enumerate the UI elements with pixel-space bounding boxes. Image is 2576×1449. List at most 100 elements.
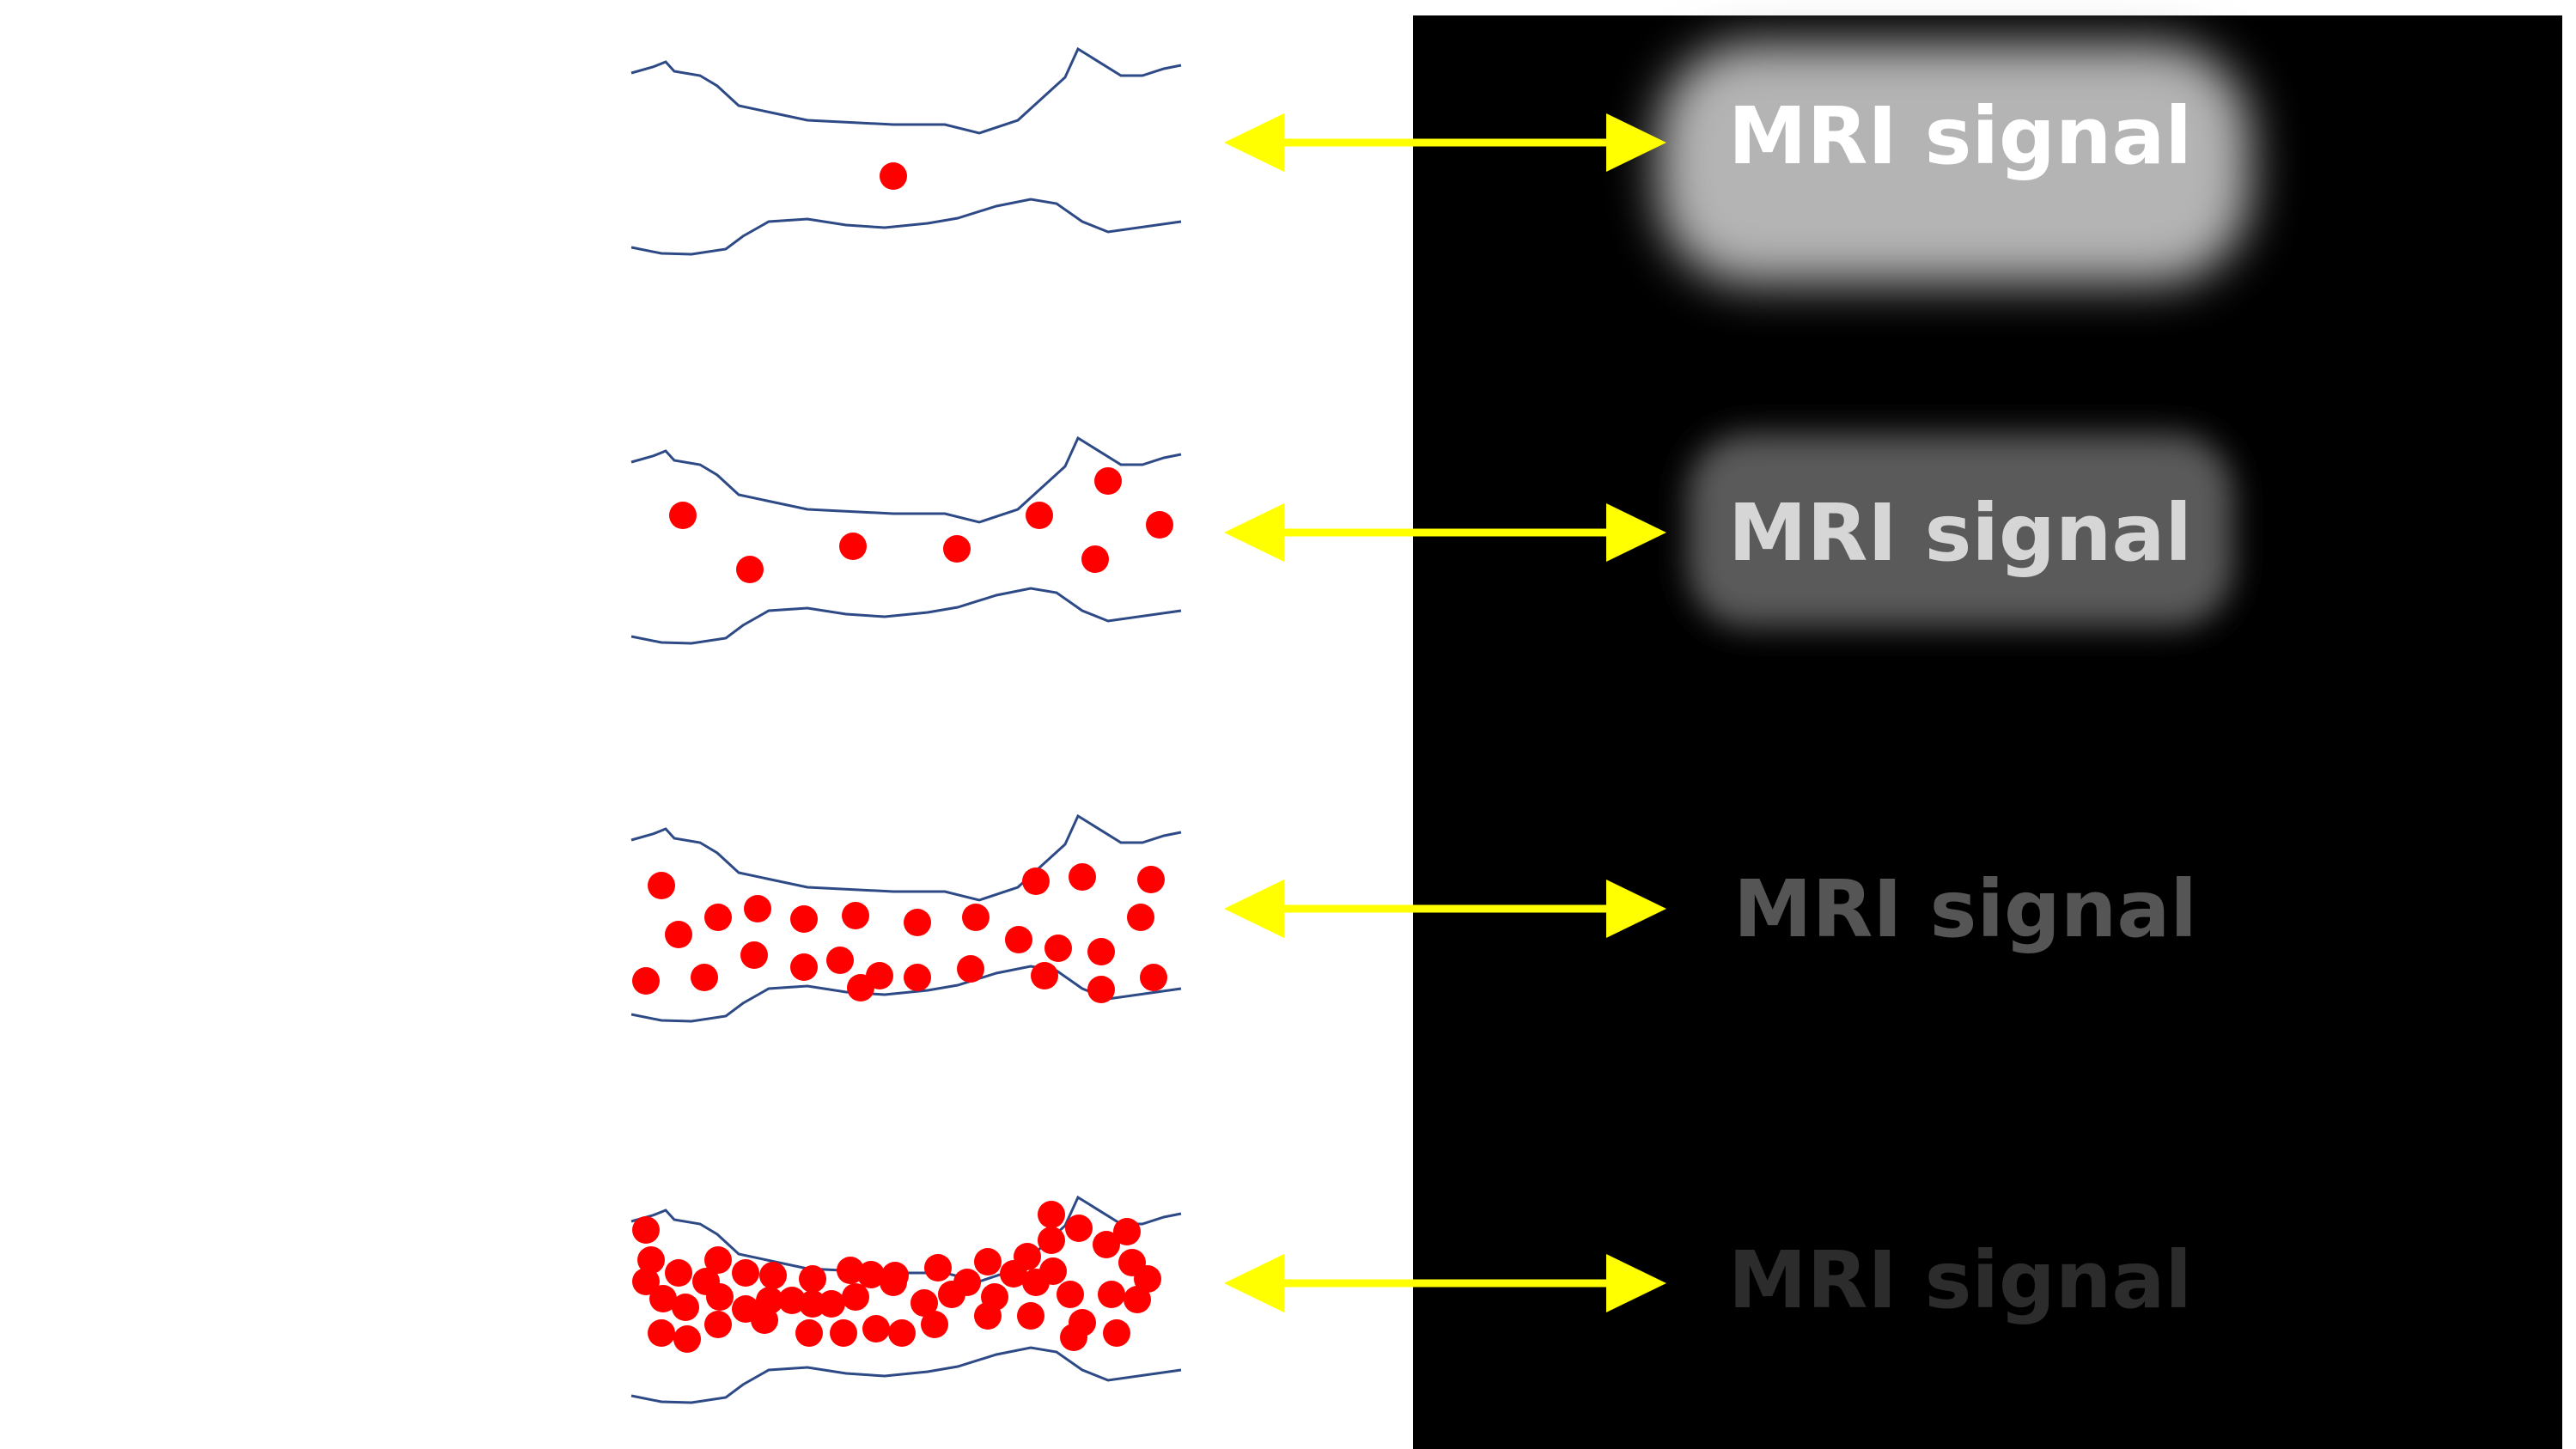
vessel-upper-wall xyxy=(630,813,1182,902)
red-particle xyxy=(862,1315,890,1342)
red-particle xyxy=(1113,1218,1141,1245)
red-particle xyxy=(826,947,854,974)
mri-signal-label-row-2: MRI signal xyxy=(1728,487,2192,579)
double-arrow-3 xyxy=(1224,880,1666,938)
arrow-shaft xyxy=(1282,904,1608,913)
red-particle xyxy=(1022,868,1050,895)
red-particle xyxy=(648,872,675,899)
red-particle xyxy=(751,1306,778,1334)
red-particle xyxy=(974,1302,1002,1330)
red-particle xyxy=(1127,904,1154,931)
red-particle xyxy=(673,1325,701,1353)
red-particle xyxy=(1146,511,1173,539)
red-particle xyxy=(924,1254,952,1282)
red-particle xyxy=(704,904,732,931)
red-particle xyxy=(1134,1265,1161,1293)
vessel-row-2 xyxy=(630,435,1182,645)
red-particle xyxy=(1005,926,1032,953)
red-particle xyxy=(974,1248,1002,1275)
red-particle xyxy=(732,1259,759,1287)
double-arrow-1 xyxy=(1224,113,1666,172)
red-particle xyxy=(1017,1302,1044,1330)
vessel-row-3 xyxy=(630,813,1182,1023)
red-particle xyxy=(736,556,764,583)
arrow-shaft xyxy=(1282,138,1608,147)
arrow-head-left xyxy=(1224,880,1284,938)
red-particle xyxy=(632,1268,660,1295)
dim-signal-glow xyxy=(1688,434,2233,627)
arrow-head-right xyxy=(1606,503,1666,562)
double-arrow-2 xyxy=(1224,503,1666,562)
red-particle xyxy=(1081,545,1109,573)
red-particle xyxy=(799,1290,826,1318)
arrow-shaft xyxy=(1282,1279,1608,1288)
red-particle xyxy=(857,1261,885,1288)
arrow-head-left xyxy=(1224,1254,1284,1312)
mri-signal-label-row-3: MRI signal xyxy=(1733,863,2197,955)
red-particle xyxy=(1026,502,1053,529)
red-particle xyxy=(910,1289,938,1317)
red-particle xyxy=(632,967,660,995)
vessel-lower-wall xyxy=(630,1346,1182,1404)
red-particle xyxy=(778,1287,806,1314)
red-particle xyxy=(665,921,692,948)
red-particle xyxy=(1057,1281,1084,1308)
red-particle xyxy=(962,904,990,931)
red-particle xyxy=(1087,976,1115,1003)
red-particle xyxy=(744,895,771,922)
red-particle xyxy=(1098,1281,1125,1308)
red-particle xyxy=(842,1283,869,1311)
red-particle xyxy=(790,905,818,933)
red-particle xyxy=(790,953,818,981)
red-particle xyxy=(1038,1227,1065,1254)
red-particle xyxy=(1065,1215,1093,1242)
red-particle xyxy=(740,941,768,969)
red-particle xyxy=(1087,938,1115,965)
red-particle xyxy=(759,1262,787,1289)
red-particle xyxy=(847,974,874,1002)
arrow-head-left xyxy=(1224,113,1284,172)
vessel-group xyxy=(630,46,1182,1404)
red-particle xyxy=(1124,1286,1151,1313)
red-particle xyxy=(1000,1260,1027,1288)
red-particle xyxy=(842,902,869,929)
red-particle xyxy=(799,1265,826,1293)
red-particle xyxy=(1103,1319,1130,1347)
red-particle xyxy=(938,1281,965,1308)
red-particle xyxy=(1140,964,1167,991)
red-particle xyxy=(665,1259,692,1287)
red-particle xyxy=(648,1319,675,1347)
red-particle xyxy=(1044,935,1072,962)
red-particle xyxy=(1022,1269,1050,1296)
red-particle xyxy=(795,1319,823,1347)
red-particle xyxy=(669,502,697,529)
arrow-head-right xyxy=(1606,1254,1666,1312)
red-particle xyxy=(632,1216,660,1244)
bright-signal-glow xyxy=(1658,43,2250,283)
red-particle xyxy=(704,1311,732,1338)
red-particle xyxy=(691,964,718,991)
red-particle xyxy=(1031,962,1058,989)
red-particle xyxy=(692,1268,720,1295)
red-particle xyxy=(839,533,867,560)
arrow-head-right xyxy=(1606,880,1666,938)
red-particle xyxy=(921,1311,948,1338)
red-particle xyxy=(704,1246,732,1274)
vessel-upper-wall xyxy=(630,435,1182,524)
red-particle xyxy=(1093,1231,1120,1258)
vessel-upper-wall xyxy=(630,46,1182,135)
arrow-group xyxy=(1224,113,1666,1312)
red-particle xyxy=(880,1269,907,1296)
red-particle xyxy=(1069,863,1096,891)
red-particle xyxy=(672,1294,699,1321)
red-particle xyxy=(957,955,984,983)
red-particle xyxy=(1038,1201,1065,1228)
arrow-head-left xyxy=(1224,503,1284,562)
red-particle xyxy=(888,1319,916,1347)
vessel-row-1 xyxy=(630,46,1182,256)
vessel-lower-wall xyxy=(630,198,1182,256)
vessel-row-4 xyxy=(630,1195,1182,1404)
arrow-head-right xyxy=(1606,113,1666,172)
red-particle xyxy=(1060,1324,1087,1351)
